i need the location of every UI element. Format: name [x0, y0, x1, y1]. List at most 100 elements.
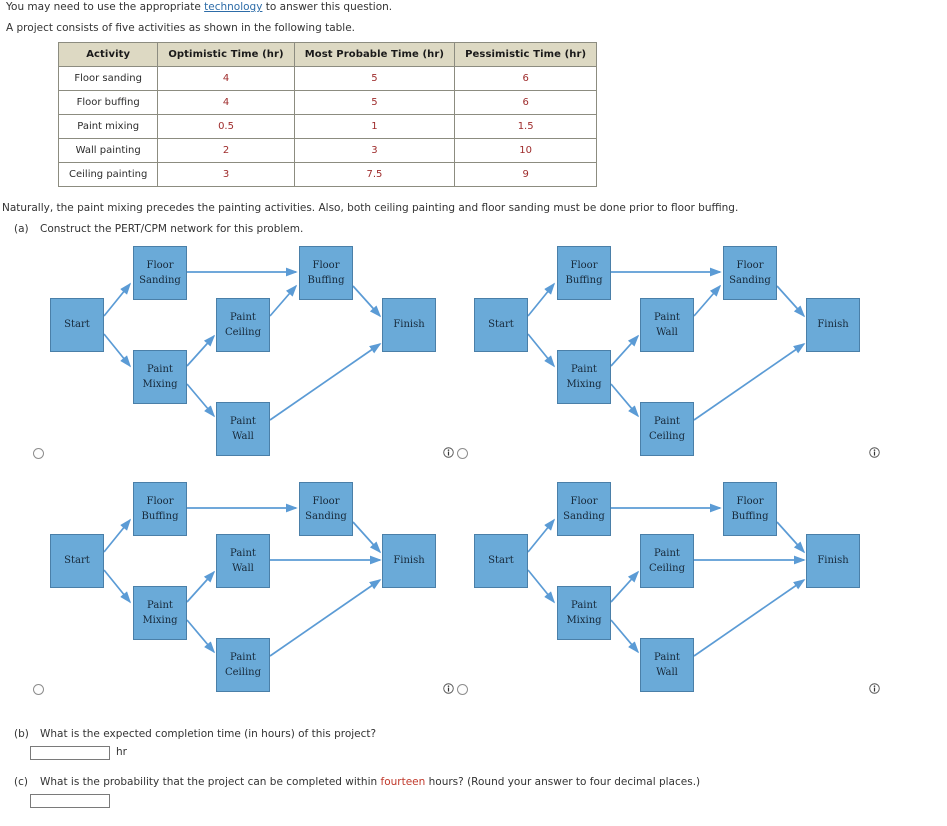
- node-label: Floor: [146, 495, 174, 507]
- precedence-narrative: Naturally, the paint mixing precedes the…: [2, 202, 739, 214]
- node-label: Mixing: [142, 379, 178, 390]
- node-finish[interactable]: Finish: [806, 534, 860, 588]
- node-label: Paint: [230, 415, 256, 427]
- part-a-text: Construct the PERT/CPM network for this …: [40, 223, 304, 235]
- info-icon[interactable]: [443, 683, 454, 694]
- cell-pessimistic: 1.5: [454, 114, 598, 139]
- node-start[interactable]: Start: [50, 298, 104, 352]
- node-label: Paint: [571, 363, 597, 375]
- part-c-text-before: What is the probability that the project…: [40, 776, 381, 788]
- node-label: Finish: [393, 319, 425, 331]
- table-row: Paint mixing 0.5 1 1.5: [57, 114, 598, 139]
- radio-option-3[interactable]: [33, 684, 44, 695]
- part-c-highlight: fourteen: [380, 776, 426, 788]
- node-label: Mixing: [566, 615, 602, 626]
- cell-pessimistic: 6: [454, 66, 598, 91]
- cell-pessimistic: 10: [454, 138, 598, 163]
- unit-label-hr: hr: [116, 746, 127, 758]
- node-finish[interactable]: Finish: [382, 298, 436, 352]
- node-label: Finish: [393, 555, 425, 567]
- node-label: Wall: [232, 563, 254, 574]
- cell-activity: Wall painting: [57, 138, 159, 163]
- expected-completion-time-input[interactable]: [30, 746, 110, 760]
- node-label: Floor: [146, 259, 174, 271]
- node-label: Paint: [230, 311, 256, 323]
- column-header-most-probable: Most Probable Time (hr): [293, 42, 456, 67]
- node-label: Paint: [147, 363, 173, 375]
- node-label: Paint: [654, 311, 680, 323]
- probability-input[interactable]: [30, 794, 110, 808]
- info-icon[interactable]: [869, 447, 880, 458]
- node-start[interactable]: Start: [50, 534, 104, 588]
- intro-text-after: to answer this question.: [262, 1, 393, 13]
- node-label: Sanding: [139, 275, 181, 286]
- node-label: Mixing: [566, 379, 602, 390]
- node-label: Sanding: [563, 511, 605, 522]
- part-c-text-after: hours? (Round your answer to four decima…: [425, 776, 701, 788]
- radio-option-1[interactable]: [33, 448, 44, 459]
- cell-optimistic: 4: [157, 90, 295, 115]
- technology-link[interactable]: technology: [204, 1, 263, 13]
- intro-text-before: You may need to use the appropriate: [6, 1, 205, 13]
- radio-option-2[interactable]: [457, 448, 468, 459]
- table-header-row: Activity Optimistic Time (hr) Most Proba…: [57, 42, 598, 67]
- cell-activity: Floor buffing: [57, 90, 159, 115]
- cell-optimistic: 2: [157, 138, 295, 163]
- node-label: Start: [488, 319, 514, 331]
- node-label: Floor: [312, 495, 340, 507]
- node-label: Floor: [570, 495, 598, 507]
- node-label: Ceiling: [648, 563, 685, 574]
- part-b-text: What is the expected completion time (in…: [40, 728, 377, 740]
- node-label: Finish: [817, 319, 849, 331]
- node-label: Mixing: [142, 615, 178, 626]
- cell-optimistic: 0.5: [157, 114, 295, 139]
- node-label: Sanding: [305, 511, 347, 522]
- node-finish[interactable]: Finish: [382, 534, 436, 588]
- column-header-activity: Activity: [57, 42, 159, 67]
- project-description-line: A project consists of five activities as…: [6, 22, 356, 34]
- part-a-question: (a)Construct the PERT/CPM network for th…: [14, 223, 303, 235]
- info-icon[interactable]: [869, 683, 880, 694]
- node-start[interactable]: Start: [474, 534, 528, 588]
- cell-most-probable: 1: [293, 114, 456, 139]
- radio-option-4[interactable]: [457, 684, 468, 695]
- cell-most-probable: 7.5: [293, 162, 456, 187]
- part-b-question: (b)What is the expected completion time …: [14, 728, 376, 740]
- node-start[interactable]: Start: [474, 298, 528, 352]
- activity-time-table: Activity Optimistic Time (hr) Most Proba…: [57, 42, 598, 187]
- diagram-edges: [527, 503, 806, 657]
- node-label: Ceiling: [648, 431, 685, 442]
- info-icon[interactable]: [443, 447, 454, 458]
- node-label: Floor: [736, 259, 764, 271]
- column-header-optimistic: Optimistic Time (hr): [157, 42, 295, 67]
- node-label: Wall: [656, 327, 678, 338]
- node-finish[interactable]: Finish: [806, 298, 860, 352]
- node-label: Finish: [817, 555, 849, 567]
- table-row: Wall painting 2 3 10: [57, 138, 598, 163]
- diagram-edges: [103, 267, 382, 421]
